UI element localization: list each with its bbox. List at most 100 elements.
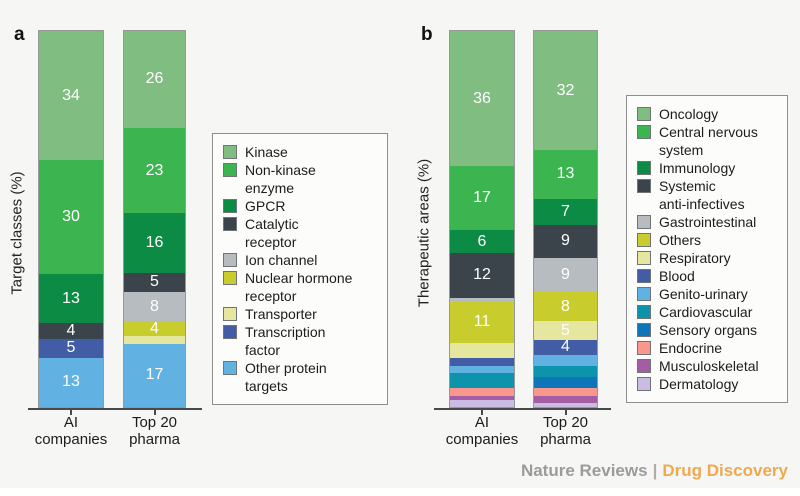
legend-swatch-icon <box>637 359 651 373</box>
legend-swatch-icon <box>637 323 651 337</box>
segment-ion-channel: 8 <box>124 291 185 322</box>
legend-swatch-icon <box>637 125 651 139</box>
segment-immunology: 6 <box>450 230 514 253</box>
segment-endocrine <box>450 388 514 396</box>
legend-swatch-icon <box>223 307 237 321</box>
legend-swatch-icon <box>637 287 651 301</box>
legend-label: Blood <box>659 268 695 284</box>
category-label-line: Top 20 <box>542 414 589 431</box>
legend-label: Respiratory <box>659 250 731 266</box>
legend-label: Systemic anti-infectives <box>659 178 745 212</box>
legend-swatch-icon <box>637 107 651 121</box>
segment-kinase: 26 <box>124 31 185 128</box>
x-axis-panel-b <box>434 408 611 410</box>
journal-title: Drug Discovery <box>662 461 788 480</box>
legend-label: Sensory organs <box>659 322 758 338</box>
y-axis-label-target-classes: Target classes (%) <box>8 171 26 295</box>
y-axis-label-therapeutic-areas: Therapeutic areas (%) <box>415 158 433 308</box>
legend-label: Genito-urinary <box>659 286 748 302</box>
segment-sensory-organs <box>534 377 597 389</box>
x-axis-panel-a <box>28 408 202 410</box>
segment-immunology: 7 <box>534 198 597 225</box>
legend-item-sensory-organs: Sensory organs <box>637 321 777 339</box>
legend-item-musculoskeletal: Musculoskeletal <box>637 357 777 375</box>
legend-label: Central nervous system <box>659 124 758 158</box>
segment-systemic-anti-infectives: 12 <box>450 252 514 299</box>
legend-swatch-icon <box>223 163 237 177</box>
legend-label: Kinase <box>245 144 288 160</box>
segment-endocrine <box>534 388 597 396</box>
segment-genito-urinary <box>450 365 514 374</box>
axis-tick <box>481 410 483 415</box>
segment-blood <box>450 358 514 366</box>
segment-central-nervous-system: 17 <box>450 166 514 231</box>
axis-tick <box>564 410 567 415</box>
axis-tick <box>70 410 72 415</box>
panel-a-letter: a <box>14 24 25 45</box>
segment-dermatology <box>450 399 514 408</box>
segment-other-protein-targets: 17 <box>124 343 185 408</box>
legend-swatch-icon <box>223 325 237 339</box>
legend-label: Immunology <box>659 160 736 176</box>
legend-swatch-icon <box>637 233 651 247</box>
legend-label: Transcription factor <box>245 324 326 358</box>
legend-item-systemic-anti-infectives: Systemic anti-infectives <box>637 177 777 213</box>
legend-item-respiratory: Respiratory <box>637 249 777 267</box>
legend-item-gpcr: GPCR <box>223 197 377 215</box>
legend-swatch-icon <box>637 269 651 283</box>
segment-genito-urinary <box>534 354 597 367</box>
legend-label: Cardiovascular <box>659 304 753 320</box>
legend-label: Endocrine <box>659 340 723 356</box>
legend-item-immunology: Immunology <box>637 159 777 177</box>
segment-transcription-factor: 5 <box>39 338 103 358</box>
segment-transporter <box>124 336 185 344</box>
segment-nuclear-hormone-receptor: 4 <box>124 320 185 336</box>
segment-blood: 4 <box>534 339 597 355</box>
segment-others: 11 <box>450 301 514 344</box>
legend-label: Oncology <box>659 106 719 122</box>
journal-separator: | <box>652 461 658 480</box>
segment-catalytic-receptor: 4 <box>39 323 103 339</box>
legend-label: Gastrointestinal <box>659 214 757 230</box>
legend-swatch-icon <box>223 199 237 213</box>
segment-cardiovascular <box>534 366 597 378</box>
legend-label: Others <box>659 232 702 248</box>
legend-item-gastrointestinal: Gastrointestinal <box>637 213 777 231</box>
legend-item-others: Others <box>637 231 777 249</box>
journal-name: Nature Reviews <box>520 461 648 480</box>
legend-item-genito-urinary: Genito-urinary <box>637 285 777 303</box>
legend-swatch-icon <box>637 179 651 193</box>
legend-item-cardiovascular: Cardiovascular <box>637 303 777 321</box>
category-label-line: AI <box>63 414 79 431</box>
legend-swatch-icon <box>637 305 651 319</box>
panel-b-letter: b <box>421 24 433 45</box>
category-label-line: companies <box>445 431 519 448</box>
segment-musculoskeletal <box>534 395 597 404</box>
legend-item-kinase: Kinase <box>223 143 377 161</box>
legend-swatch-icon <box>637 251 651 265</box>
legend-label: GPCR <box>245 198 286 214</box>
legend-label: Transporter <box>245 306 317 322</box>
segment-gastrointestinal <box>450 298 514 302</box>
legend-item-other-protein-targets: Other protein targets <box>223 359 377 395</box>
bottom-strip <box>0 488 800 496</box>
legend-swatch-icon <box>223 253 237 267</box>
segment-non-kinase-enzyme: 23 <box>124 127 185 214</box>
legend-item-blood: Blood <box>637 267 777 285</box>
legend-item-nuclear-hormone-receptor: Nuclear hormone receptor <box>223 269 377 305</box>
legend-label: Dermatology <box>659 376 739 392</box>
legend-swatch-icon <box>637 161 651 175</box>
segment-dermatology <box>534 403 597 407</box>
segment-oncology: 36 <box>450 31 514 167</box>
legend-item-endocrine: Endocrine <box>637 339 777 357</box>
segment-central-nervous-system: 13 <box>534 150 597 199</box>
